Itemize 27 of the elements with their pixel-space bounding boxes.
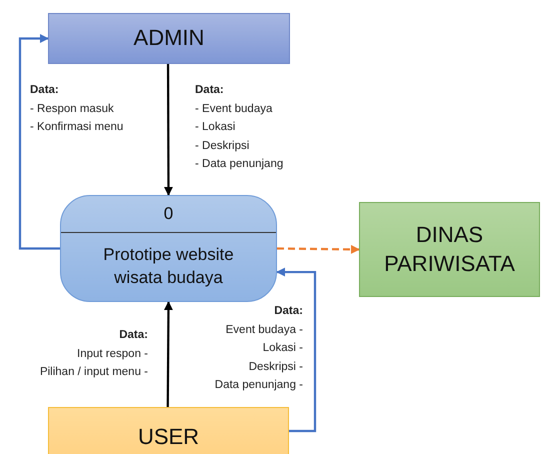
- data-heading: Data:: [119, 329, 148, 341]
- data-item: Deskripsi -: [248, 360, 303, 372]
- entity-box: ADMIN: [48, 13, 290, 64]
- data-item: Event budaya -: [226, 324, 303, 336]
- arrow: [276, 268, 316, 432]
- entity-box: USER: [48, 407, 289, 454]
- data-heading: Data:: [30, 84, 59, 96]
- process-name: Prototipe website wisata budaya: [102, 244, 235, 289]
- arrow: [164, 301, 173, 407]
- entity-box: DINAS PARIWISATA: [359, 202, 540, 297]
- data-item: Pilihan / input menu -: [40, 366, 148, 378]
- data-heading: Data:: [195, 84, 224, 96]
- data-item: - Deskripsi: [195, 140, 250, 152]
- data-item: Input respon -: [77, 348, 148, 360]
- process-rounded-box: [60, 195, 277, 302]
- data-item: - Konfirmasi menu: [30, 121, 124, 133]
- data-item: - Respon masuk: [30, 102, 114, 114]
- arrow: [18, 34, 60, 250]
- arrow: [276, 244, 360, 254]
- data-item: - Lokasi: [195, 121, 236, 133]
- data-item: Data penunjang -: [214, 379, 303, 391]
- process-number: 0: [61, 196, 276, 233]
- data-item: - Data penunjang: [195, 158, 284, 170]
- data-heading: Data:: [274, 305, 303, 317]
- arrow: [164, 64, 173, 196]
- data-item: Lokasi -: [262, 342, 303, 354]
- data-item: - Event budaya: [195, 102, 272, 114]
